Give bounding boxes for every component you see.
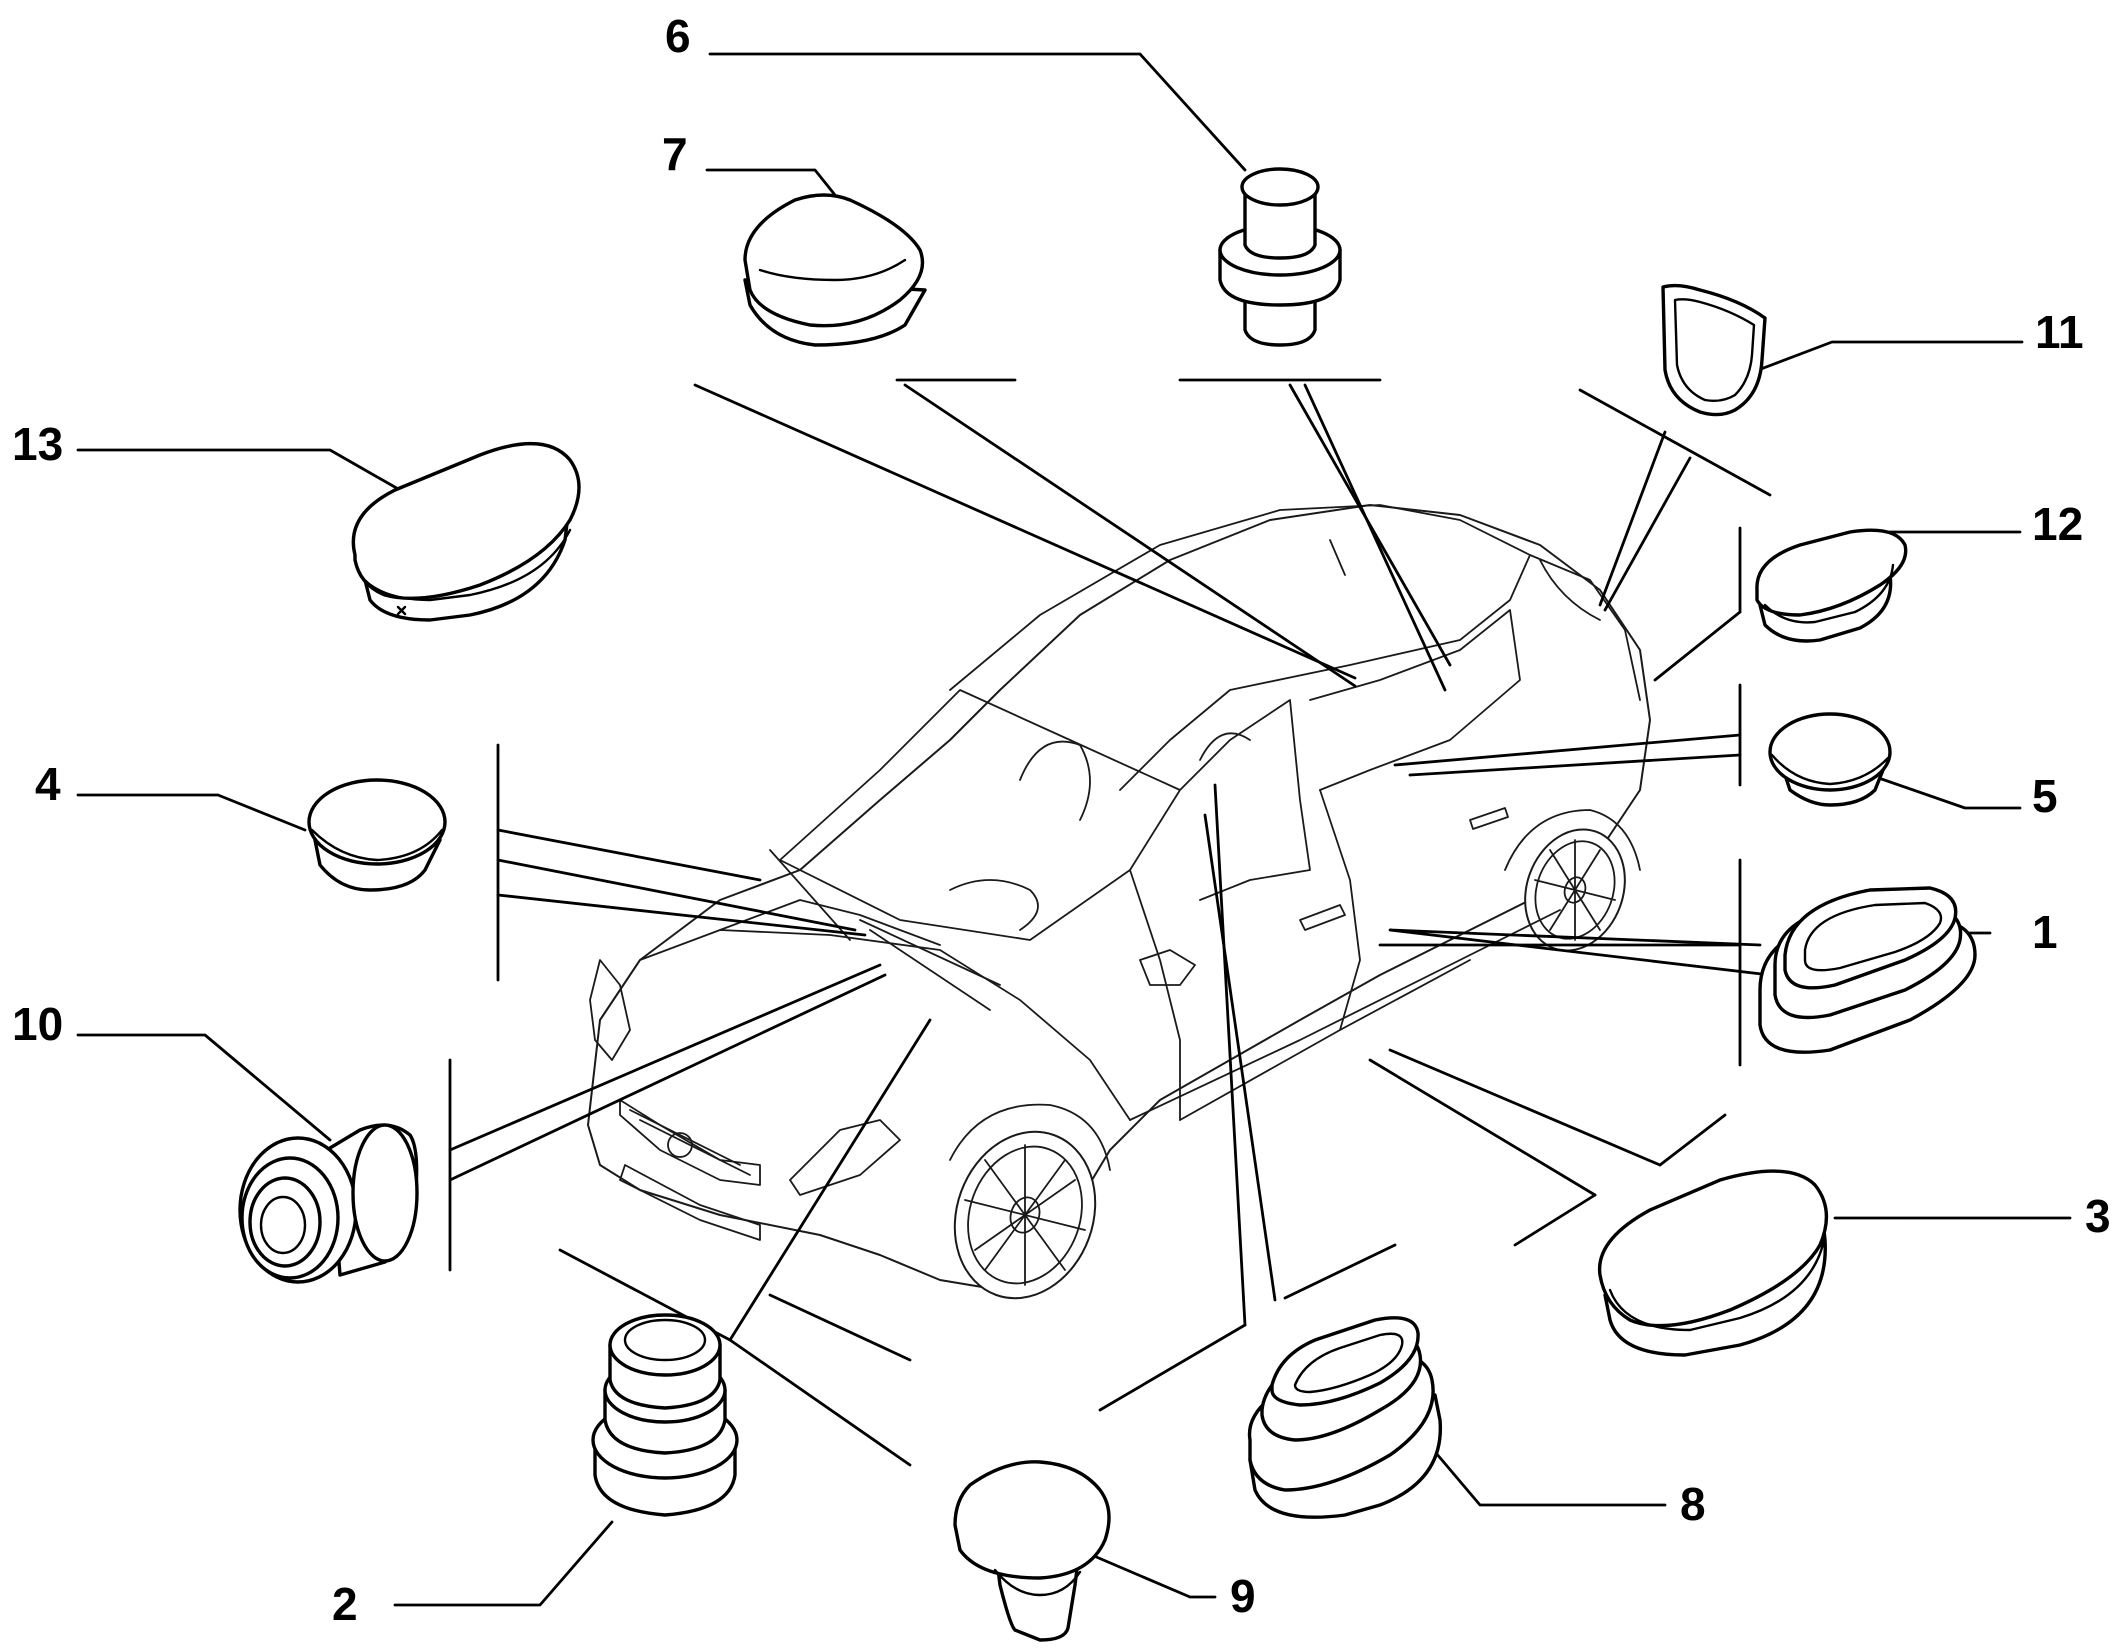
leader-13 xyxy=(76,448,402,492)
part-10-cylinder-grommet xyxy=(238,1123,419,1284)
leader-4 xyxy=(76,793,307,832)
leader-9 xyxy=(1078,1548,1217,1599)
part-1-oval-grommet xyxy=(1758,886,1977,1054)
part-8-oval-grommet xyxy=(1247,1316,1443,1519)
leader-11 xyxy=(1743,340,2024,377)
leader-2 xyxy=(393,1520,614,1607)
callout-label-6: 6 xyxy=(665,10,691,62)
car-illustration xyxy=(587,504,1651,1300)
callout-label-12: 12 xyxy=(2032,498,2083,550)
part-4-round-plug xyxy=(307,778,447,892)
part-6-push-pin xyxy=(1218,167,1342,347)
part-3-oval-cap xyxy=(1597,1169,1829,1357)
callout-label-2: 2 xyxy=(332,1578,358,1630)
callout-label-13: 13 xyxy=(12,418,63,470)
callout-label-10: 10 xyxy=(12,998,63,1050)
callout-label-1: 1 xyxy=(2032,906,2058,958)
callout-label-3: 3 xyxy=(2085,1190,2111,1242)
callout-label-8: 8 xyxy=(1680,1478,1706,1530)
leader-lines xyxy=(76,52,2072,1607)
callout-label-5: 5 xyxy=(2032,770,2058,822)
part-7-square-cap xyxy=(743,193,927,347)
callout-label-4: 4 xyxy=(35,758,61,810)
callout-label-7: 7 xyxy=(662,128,688,180)
leader-8 xyxy=(1423,1438,1667,1507)
leader-10 xyxy=(76,1033,332,1142)
part-12-oval-plug xyxy=(1755,528,1908,643)
part-9-domed-plug xyxy=(953,1460,1111,1642)
callout-label-11: 11 xyxy=(2035,306,2084,358)
part-5-round-plug xyxy=(1768,712,1892,807)
part-13-oval-cap xyxy=(351,441,581,622)
part-11-shield-seal xyxy=(1661,283,1767,417)
callout-label-9: 9 xyxy=(1230,1570,1256,1622)
leader-5 xyxy=(1868,773,2022,810)
leader-1b xyxy=(1388,928,1772,977)
callout-numbers: 1 2 3 4 5 6 7 8 9 10 11 12 13 xyxy=(12,10,2111,1630)
leader-7 xyxy=(705,168,837,197)
leader-6 xyxy=(708,52,1247,172)
part-2-stepped-plug xyxy=(591,1313,739,1517)
